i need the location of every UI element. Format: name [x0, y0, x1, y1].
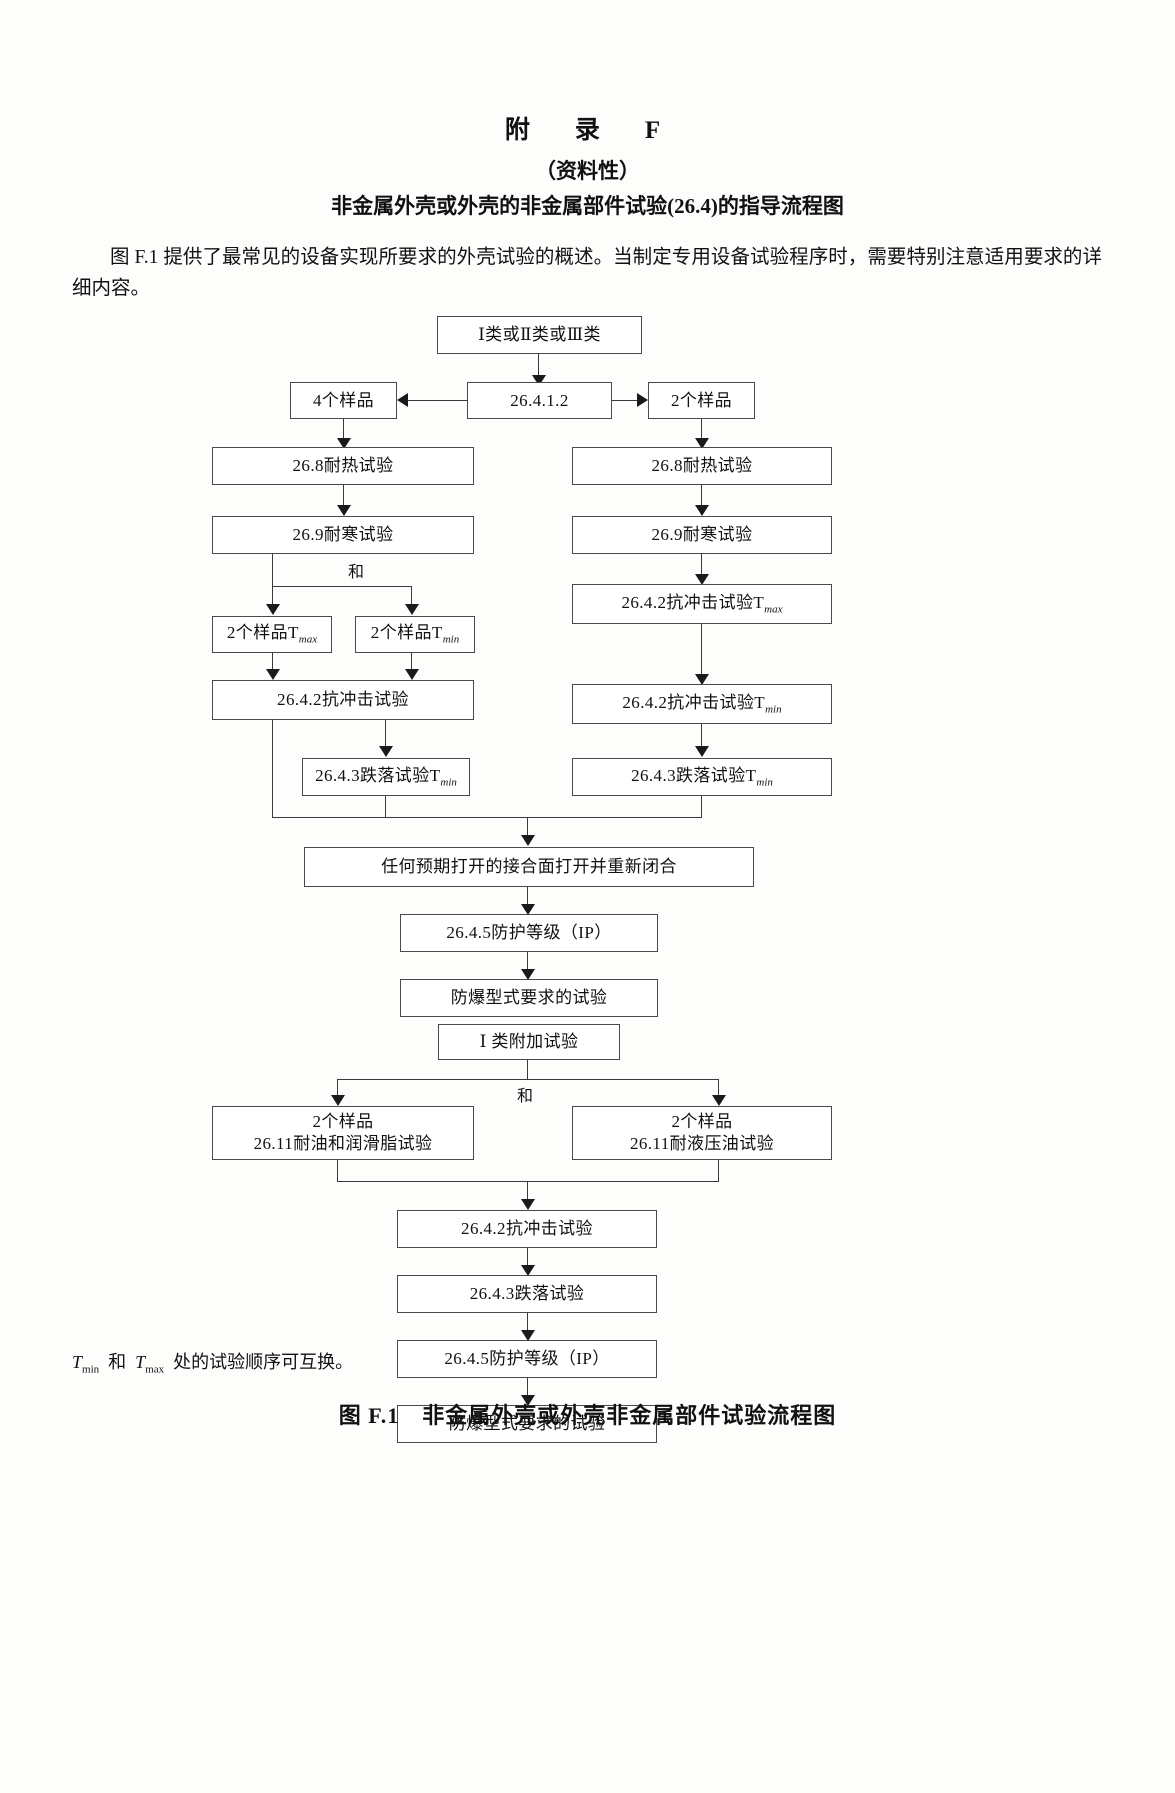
- edge-label-and-2: 和: [517, 1088, 534, 1105]
- edge-n7-n9: [272, 653, 274, 673]
- node-hydraulic-oil-test: 2个样品 26.11耐液压油试验: [572, 1106, 832, 1160]
- edge-n20-merge: [337, 1160, 339, 1182]
- edge-split2-left: [337, 1079, 339, 1098]
- edge-n4-n11: [701, 419, 703, 442]
- flowchart: Ⅰ类或Ⅱ类或Ⅲ类 26.4.1.2 4个样品 2个样品 26.8耐热试验 26.…: [0, 312, 1175, 1443]
- edge-n16-n17: [527, 887, 529, 909]
- edge-n5-n6: [343, 485, 345, 509]
- node-4-samples: 4个样品: [290, 382, 397, 419]
- arrowhead-down: [532, 375, 546, 386]
- arrowhead-down: [521, 1330, 535, 1341]
- arrowhead-down: [521, 1265, 535, 1276]
- node-explosion-type-upper: 防爆型式要求的试验: [400, 979, 658, 1017]
- edge-n9-bypass: [272, 720, 274, 818]
- edge-bus2-n22: [527, 1181, 529, 1203]
- edge-n10-bus: [385, 796, 387, 817]
- edge-n3-n5: [343, 419, 345, 442]
- arrowhead-down: [521, 1395, 535, 1406]
- node-2643-drop-right: 26.4.3跌落试验Tmin: [572, 758, 832, 796]
- node-category: Ⅰ类或Ⅱ类或Ⅲ类: [437, 316, 642, 354]
- edge-n15-bus: [701, 796, 703, 817]
- figure-note: Tmin 和 Tmax 处的试验顺序可互换。: [72, 1352, 354, 1376]
- arrowhead-down: [405, 669, 419, 680]
- edge-n21-merge: [718, 1160, 720, 1182]
- edge-merge-bus-right: [527, 817, 702, 819]
- arrowhead-down: [405, 604, 419, 615]
- arrowhead-down: [695, 574, 709, 585]
- appendix-subject: 非金属外壳或外壳的非金属部件试验(26.4)的指导流程图: [331, 194, 844, 218]
- arrowhead-down: [521, 904, 535, 915]
- node-explosion-type-final: 防爆型式要求的试验: [397, 1405, 657, 1443]
- edge-n17-n18: [527, 952, 529, 974]
- node-2642-impact-final: 26.4.2抗冲击试验: [397, 1210, 657, 1248]
- arrowhead-left: [397, 393, 408, 407]
- edge-bus-n16: [527, 817, 529, 839]
- arrowhead-down: [266, 604, 280, 615]
- node-2642-impact-left: 26.4.2抗冲击试验: [212, 680, 474, 720]
- arrowhead-down: [695, 438, 709, 449]
- edge-split-bar-2: [337, 1079, 719, 1081]
- node-2643-drop-final: 26.4.3跌落试验: [397, 1275, 657, 1313]
- intro-paragraph: 图 F.1 提供了最常见的设备实现所要求的外壳试验的概述。当制定专用设备试验程序…: [72, 247, 1102, 299]
- edge-split-bar: [272, 586, 412, 588]
- appendix-title: 附 录 F: [504, 117, 671, 144]
- edge-split2-right: [718, 1079, 720, 1098]
- edge-n2-n4: [612, 400, 637, 402]
- edge-merge-bus-left: [272, 817, 528, 819]
- node-2645-ip-final: 26.4.5防护等级（IP）: [397, 1340, 657, 1378]
- edge-n12-n13: [701, 554, 703, 578]
- edge-n1-n2: [538, 354, 540, 381]
- arrowhead-down: [695, 674, 709, 685]
- arrowhead-right: [637, 393, 648, 407]
- arrowhead-down: [266, 669, 280, 680]
- edge-n14-n15: [701, 724, 703, 750]
- node-2-samples: 2个样品: [648, 382, 755, 419]
- edge-n13-n14: [701, 624, 703, 678]
- edge-n19-split: [527, 1060, 529, 1080]
- node-2645-ip-upper: 26.4.5防护等级（IP）: [400, 914, 658, 952]
- edge-n23-n24: [527, 1313, 529, 1335]
- arrowhead-down: [695, 505, 709, 516]
- node-2642-impact-tmin: 26.4.2抗冲击试验Tmin: [572, 684, 832, 724]
- arrowhead-down: [337, 438, 351, 449]
- edge-n22-n23: [527, 1248, 529, 1270]
- normative-tag: （资料性）: [535, 159, 640, 183]
- node-269-cold-right: 26.9耐寒试验: [572, 516, 832, 554]
- node-269-cold-left: 26.9耐寒试验: [212, 516, 474, 554]
- edge-n6-split: [272, 554, 274, 587]
- arrowhead-down: [521, 835, 535, 846]
- edge-split-left: [272, 586, 274, 608]
- arrowhead-down: [521, 969, 535, 980]
- arrowhead-down: [712, 1095, 726, 1106]
- edge-n9-n10: [385, 720, 387, 750]
- edge-n24-n25: [527, 1378, 529, 1400]
- edge-n8-n9: [411, 653, 413, 673]
- arrowhead-down: [695, 746, 709, 757]
- node-26412: 26.4.1.2: [467, 382, 612, 419]
- node-268-heat-left: 26.8耐热试验: [212, 447, 474, 485]
- node-268-heat-right: 26.8耐热试验: [572, 447, 832, 485]
- node-2643-drop-left: 26.4.3跌落试验Tmin: [302, 758, 470, 796]
- edge-label-and-1: 和: [348, 564, 365, 581]
- edge-n11-n12: [701, 485, 703, 509]
- node-class1-additional: Ⅰ 类附加试验: [438, 1024, 620, 1060]
- figure-caption: 图 F.1 非金属外壳或外壳非金属部件试验流程图: [338, 1403, 837, 1428]
- arrowhead-down: [379, 746, 393, 757]
- node-2642-impact-tmax: 26.4.2抗冲击试验Tmax: [572, 584, 832, 624]
- arrowhead-down: [331, 1095, 345, 1106]
- node-reopen-joint: 任何预期打开的接合面打开并重新闭合: [304, 847, 754, 887]
- arrowhead-down: [521, 1199, 535, 1210]
- edge-split-right: [411, 586, 413, 608]
- node-oil-grease-test: 2个样品 26.11耐油和润滑脂试验: [212, 1106, 474, 1160]
- node-2-samples-tmin: 2个样品Tmin: [355, 616, 475, 653]
- node-2-samples-tmax: 2个样品Tmax: [212, 616, 332, 653]
- arrowhead-down: [337, 505, 351, 516]
- edge-n2-n3: [408, 400, 468, 402]
